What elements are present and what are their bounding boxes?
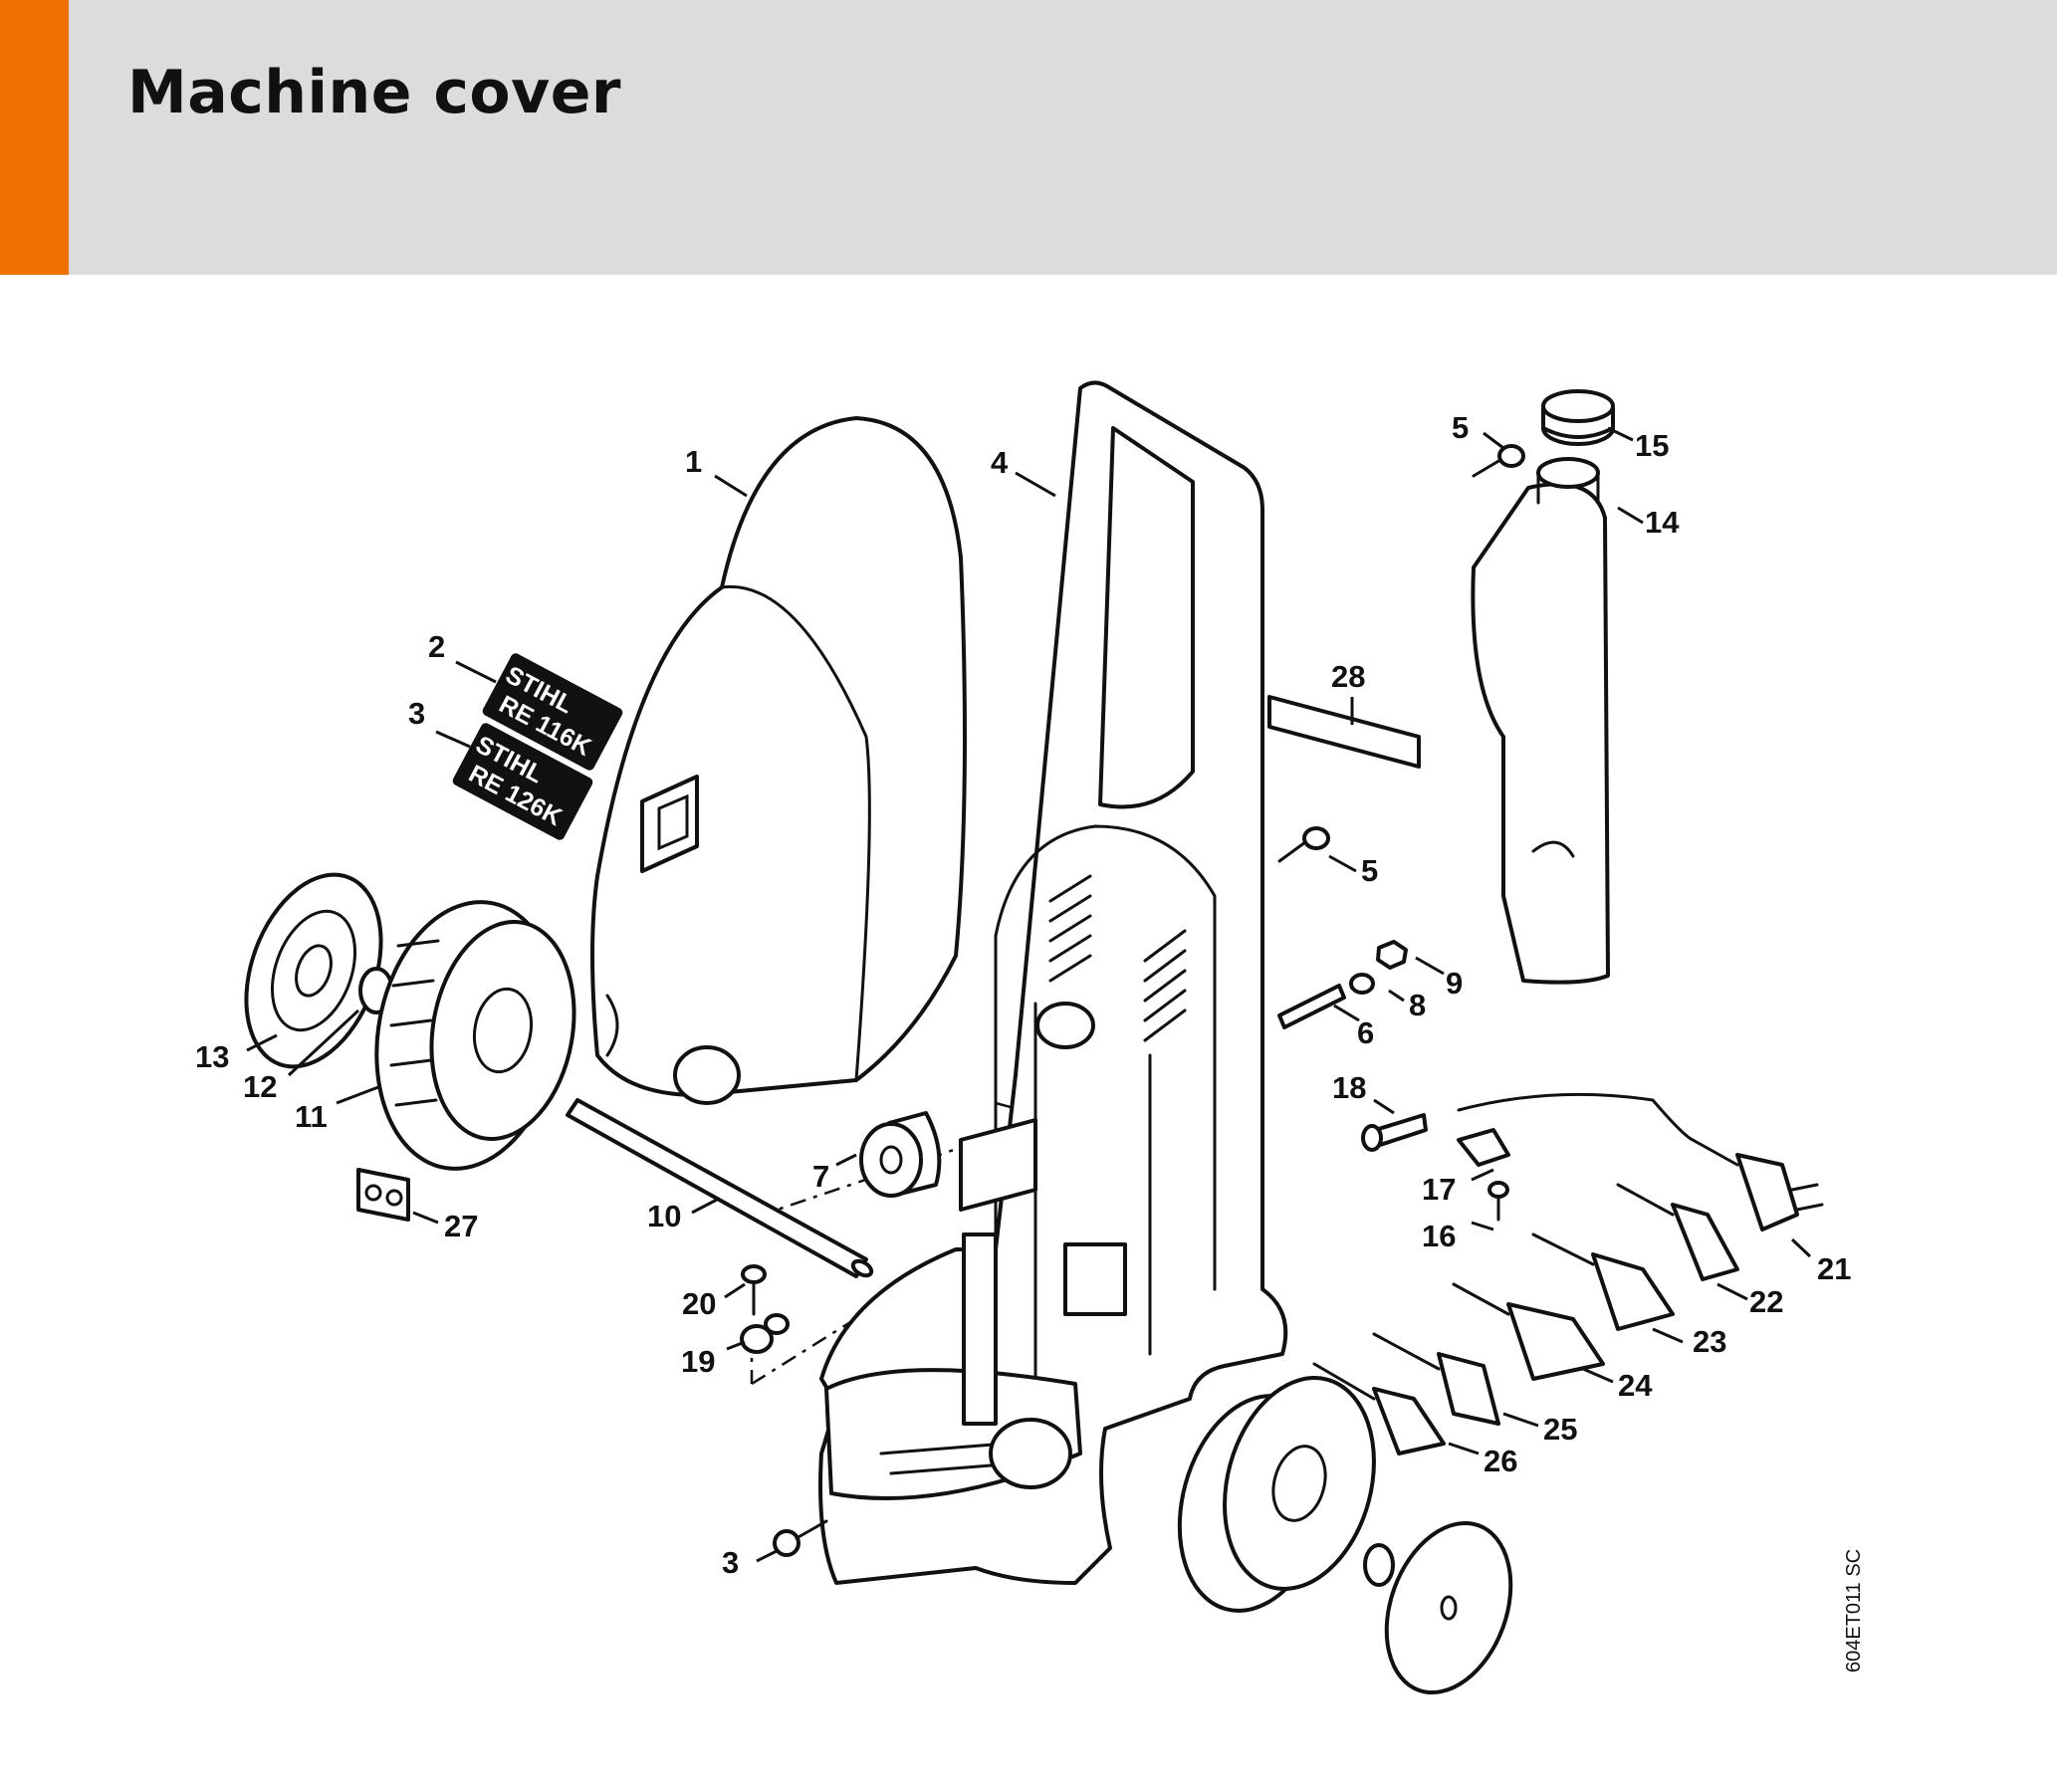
part-7-bushing: [859, 1111, 942, 1198]
part-1-hood: [590, 416, 967, 1105]
part-22-plug: [1616, 1183, 1739, 1281]
part-11-wheel-right: [1177, 1376, 1376, 1613]
callout-9: 9: [1446, 966, 1463, 1001]
callout-3-lower: 3: [722, 1545, 739, 1580]
callout-13: 13: [195, 1039, 229, 1074]
callout-numbers: 1 2 3 4 5 5 6 7 8 9 10 11 12 13 14 15 16…: [195, 410, 1851, 1580]
part-14-tank: [1471, 457, 1610, 985]
callout-17: 17: [1422, 1172, 1456, 1207]
callout-14: 14: [1645, 505, 1680, 540]
callout-19: 19: [681, 1344, 715, 1379]
part-13-hubcap-right: [1384, 1520, 1513, 1695]
part-19-clamp: [740, 1313, 790, 1354]
part-5-screw-upper: [1472, 444, 1525, 478]
part-16-screw: [1487, 1181, 1509, 1222]
header-band: [0, 0, 2057, 275]
drawing-code: 604ET011 SC: [1843, 1549, 1865, 1673]
callout-26: 26: [1484, 1444, 1517, 1478]
callout-25: 25: [1543, 1412, 1577, 1447]
part-24-plug-uk: [1452, 1282, 1605, 1381]
part-26-plug-us: [1312, 1362, 1446, 1456]
callout-1: 1: [685, 444, 702, 479]
accent-bar: [0, 0, 69, 275]
callout-leaders: [246, 426, 1812, 1563]
callout-20: 20: [682, 1286, 716, 1321]
part-28-label: [1267, 695, 1421, 769]
part-8-washer: [1349, 973, 1375, 995]
callout-8: 8: [1409, 988, 1426, 1022]
part-9-nut: [1376, 940, 1408, 970]
callout-10: 10: [647, 1199, 681, 1233]
part-23-plug: [1531, 1232, 1675, 1331]
callout-22: 22: [1749, 1284, 1783, 1319]
part-12-clip-right: [1363, 1543, 1395, 1587]
part-5-screw-mid: [1277, 826, 1330, 863]
power-cable: [1457, 1092, 1739, 1167]
callout-5-upper: 5: [1452, 410, 1469, 445]
part-3-screw: [773, 1519, 828, 1557]
callout-4: 4: [991, 445, 1009, 480]
callout-6: 6: [1357, 1015, 1374, 1050]
callout-2: 2: [428, 629, 445, 664]
callout-15: 15: [1635, 428, 1669, 463]
callout-16: 16: [1422, 1219, 1456, 1253]
part-25-plug: [1372, 1332, 1500, 1426]
part-27-plate: [356, 1168, 410, 1222]
part-11-wheel: [374, 900, 576, 1171]
part-6-stud: [1277, 984, 1346, 1029]
part-17-strain-relief: [1457, 1128, 1510, 1167]
part-4-frame: [818, 380, 1288, 1585]
callout-11: 11: [295, 1099, 328, 1134]
callout-23: 23: [1693, 1324, 1726, 1359]
callout-12: 12: [243, 1069, 277, 1104]
callout-28: 28: [1331, 659, 1365, 694]
part-15-cap: [1541, 389, 1615, 446]
page-title: Machine cover: [127, 58, 622, 127]
part-18-grommet: [1361, 1113, 1428, 1152]
part-10-axle: [566, 1098, 874, 1278]
callout-24: 24: [1618, 1368, 1653, 1403]
callout-7: 7: [812, 1159, 829, 1194]
part-20-screw: [741, 1264, 767, 1316]
callout-21: 21: [1817, 1251, 1851, 1286]
part-21-plug-schuko: [1735, 1153, 1824, 1232]
callout-27: 27: [444, 1209, 478, 1243]
callout-3: 3: [408, 696, 425, 731]
callout-18: 18: [1332, 1070, 1366, 1105]
callout-5-mid: 5: [1361, 853, 1378, 888]
part-13-hubcap: [244, 872, 383, 1069]
frame-vent-slots: [1048, 874, 1187, 1042]
